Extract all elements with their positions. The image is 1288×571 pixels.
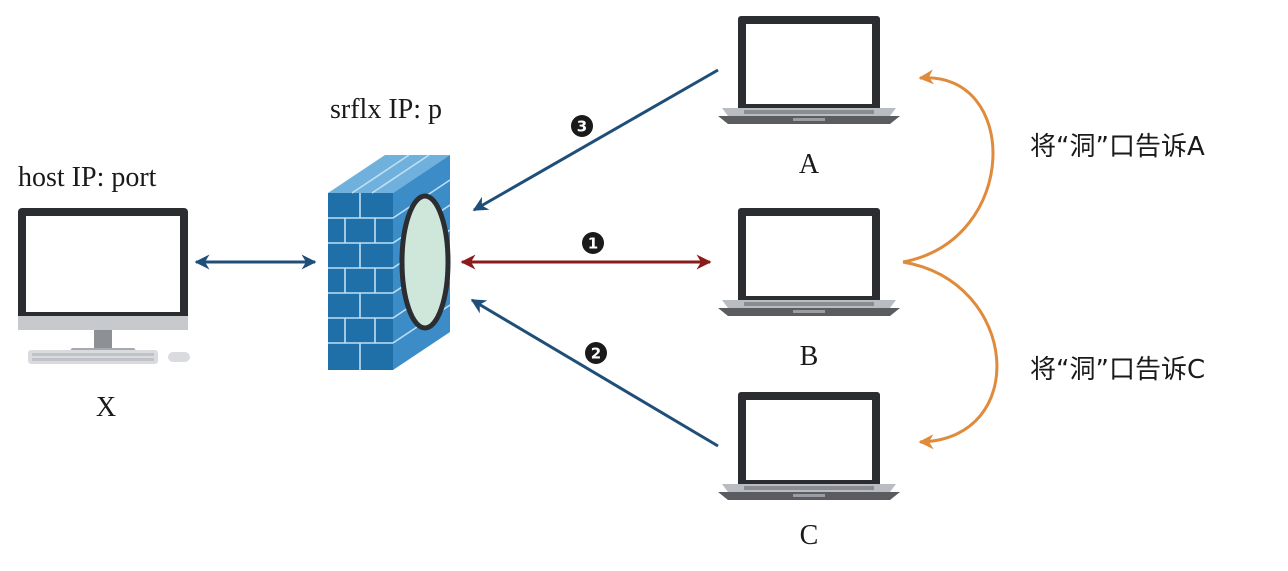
tell-c-label: 将“洞”口告诉C (1030, 355, 1205, 385)
laptop-icon-a (718, 16, 900, 124)
host-label: host IP: port (18, 162, 157, 193)
arrow-a-firewall (472, 68, 719, 212)
arrow-c-firewall (470, 298, 719, 448)
node-label-b: B (800, 341, 819, 372)
tell-a-label: 将“洞”口告诉A (1030, 132, 1205, 162)
node-label-c: C (800, 520, 819, 551)
node-label-a: A (799, 149, 820, 180)
badge-3: 3 (571, 115, 593, 137)
firewall-nat-icon (328, 154, 451, 370)
nat-hole (399, 193, 451, 331)
arrow-b-to-c (902, 260, 999, 450)
srflx-label: srflx IP: p (330, 94, 442, 125)
svg-text:1: 1 (588, 235, 598, 253)
svg-text:3: 3 (577, 118, 587, 136)
badge-1: 1 (582, 232, 604, 254)
desktop-computer-icon (18, 208, 190, 364)
laptop-icon-c (718, 392, 900, 500)
badge-2: 2 (585, 342, 607, 364)
arrow-b-to-a (902, 69, 995, 264)
svg-text:2: 2 (591, 345, 601, 363)
laptop-icon-b (718, 208, 900, 316)
node-label-x: X (96, 392, 116, 423)
